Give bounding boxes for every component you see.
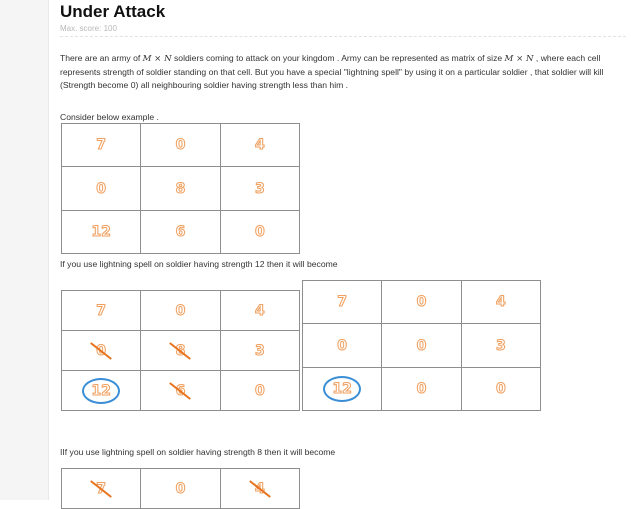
killed-cell: 6 xyxy=(140,370,221,411)
cell: 0 xyxy=(219,370,301,411)
spell12-after-grid: 7 0 4 0 0 3 12 0 0 xyxy=(301,280,542,411)
target-cell: 12 xyxy=(301,367,383,411)
divider xyxy=(60,36,626,37)
cell: 0 xyxy=(301,323,383,368)
spell-8-text: IIf you use lightning spell on soldier h… xyxy=(60,447,336,457)
cell: 4 xyxy=(219,123,301,167)
spell-12-text: If you use lightning spell on soldier ha… xyxy=(60,259,338,269)
problem-statement: There are an army of M × N soldiers comi… xyxy=(60,53,604,90)
cell: 0 xyxy=(381,280,462,324)
cell: 12 xyxy=(60,210,142,254)
left-rail xyxy=(0,0,49,500)
cell: 4 xyxy=(460,280,542,324)
killed-cell: 0 xyxy=(60,330,142,371)
cell: 7 xyxy=(301,280,383,324)
cell: 6 xyxy=(140,210,221,254)
cell: 0 xyxy=(60,166,142,211)
consider-example-text: Consider below example . xyxy=(60,112,159,122)
cell: 3 xyxy=(219,166,301,211)
target-ring xyxy=(82,377,121,404)
spell8-before-grid: 7 0 4 xyxy=(60,468,301,509)
cell: 0 xyxy=(381,323,462,368)
cell: 8 xyxy=(140,166,221,211)
max-score: Max. score: 100 xyxy=(60,24,117,33)
cell: 0 xyxy=(460,367,542,411)
problem-title: Under Attack xyxy=(60,2,166,21)
target-cell: 12 xyxy=(60,370,142,411)
killed-cell: 4 xyxy=(219,468,301,509)
target-ring xyxy=(323,376,362,402)
cell: 0 xyxy=(219,210,301,254)
spell12-before-grid: 7 0 4 0 8 3 12 6 0 xyxy=(60,290,301,411)
cell: 0 xyxy=(140,123,221,167)
cell: 0 xyxy=(140,468,221,509)
cell: 7 xyxy=(60,123,142,167)
cell: 0 xyxy=(140,290,221,331)
killed-cell: 7 xyxy=(60,468,142,509)
cell: 3 xyxy=(219,330,301,371)
cell: 0 xyxy=(381,367,462,411)
killed-cell: 8 xyxy=(140,330,221,371)
cell: 4 xyxy=(219,290,301,331)
example-grid: 7 0 4 0 8 3 12 6 0 xyxy=(60,123,301,254)
cell: 3 xyxy=(460,323,542,368)
cell: 7 xyxy=(60,290,142,331)
